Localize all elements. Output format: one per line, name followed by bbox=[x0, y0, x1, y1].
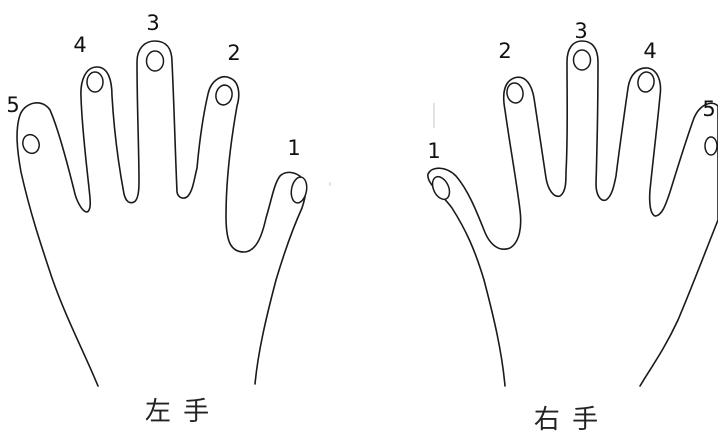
left-middle-nail bbox=[147, 51, 164, 71]
right-hand: 1 2 3 4 5 右 手 bbox=[427, 19, 718, 432]
left-finger-number-5: 5 bbox=[6, 93, 19, 117]
left-finger-number-1: 1 bbox=[287, 136, 300, 160]
right-ring-nail bbox=[637, 71, 656, 93]
left-hand-outline bbox=[17, 41, 306, 386]
left-thumb-nail bbox=[289, 176, 308, 204]
right-thumb-nail bbox=[429, 174, 453, 202]
right-hand-caption: 右 手 bbox=[534, 405, 600, 432]
left-pinky-nail bbox=[20, 132, 42, 155]
right-finger-number-5: 5 bbox=[702, 97, 715, 121]
left-hand: 5 4 3 2 1 左 手 bbox=[6, 11, 308, 427]
right-middle-nail bbox=[574, 50, 591, 70]
right-finger-number-2: 2 bbox=[498, 39, 511, 63]
left-ring-nail bbox=[87, 72, 103, 92]
right-pinky-nail bbox=[705, 137, 717, 155]
left-finger-number-2: 2 bbox=[227, 41, 240, 65]
right-finger-number-1: 1 bbox=[427, 139, 440, 163]
left-finger-number-4: 4 bbox=[73, 33, 86, 57]
left-hand-caption: 左 手 bbox=[145, 397, 211, 427]
left-index-nail bbox=[214, 84, 234, 107]
right-hand-outline bbox=[428, 41, 718, 386]
left-finger-number-3: 3 bbox=[146, 11, 159, 35]
right-index-nail bbox=[505, 82, 524, 104]
right-finger-number-3: 3 bbox=[574, 19, 587, 43]
right-finger-number-4: 4 bbox=[643, 39, 656, 63]
